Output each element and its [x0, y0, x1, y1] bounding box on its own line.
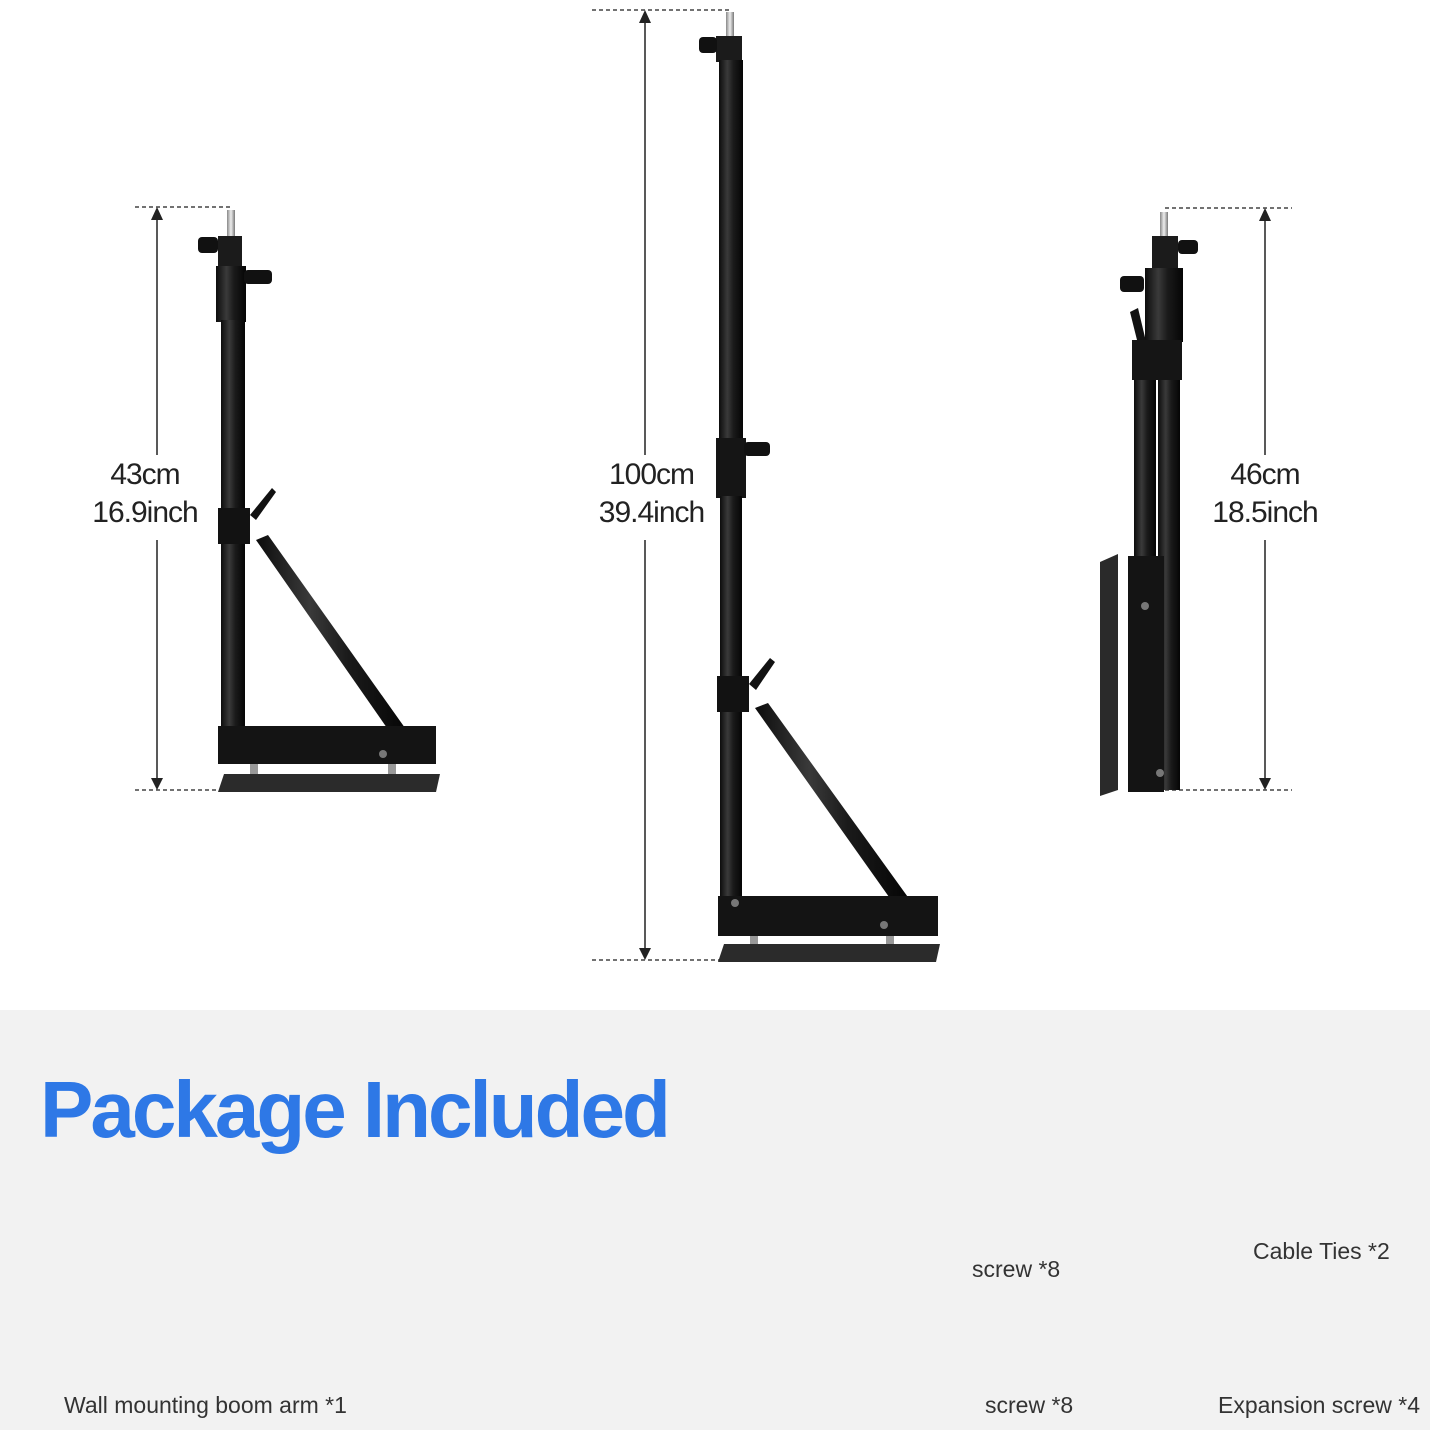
package-title: Package Included: [40, 1065, 671, 1154]
screws-caption: screw *8: [985, 1392, 1074, 1418]
extended-stand-dimension: 100cm 39.4inch: [584, 456, 719, 532]
folded-stand-cm: 46cm: [1230, 458, 1300, 491]
extended-stand-inch: 39.4inch: [598, 496, 705, 529]
short-stand-inch: 16.9inch: [92, 496, 198, 529]
package-panel: [0, 1010, 1430, 1430]
short-stand-cm: 43cm: [110, 458, 180, 491]
cable-ties-caption: Cable Ties *2: [1253, 1238, 1390, 1264]
short-stand-figure: [135, 206, 440, 792]
extended-stand-cm: 100cm: [608, 458, 695, 491]
expansion-screws-caption: Expansion screw *4: [1218, 1392, 1420, 1418]
short-stand-dimension: 43cm 16.9inch: [80, 456, 210, 532]
folded-stand-inch: 18.5inch: [1212, 496, 1318, 529]
adapter-caption: screw *8: [972, 1256, 1061, 1282]
boom-arm-caption: Wall mounting boom arm *1: [64, 1392, 347, 1418]
extended-stand-figure: [592, 9, 940, 962]
folded-stand-dimension: 46cm 18.5inch: [1200, 456, 1330, 532]
folded-stand-figure: [1100, 207, 1292, 796]
